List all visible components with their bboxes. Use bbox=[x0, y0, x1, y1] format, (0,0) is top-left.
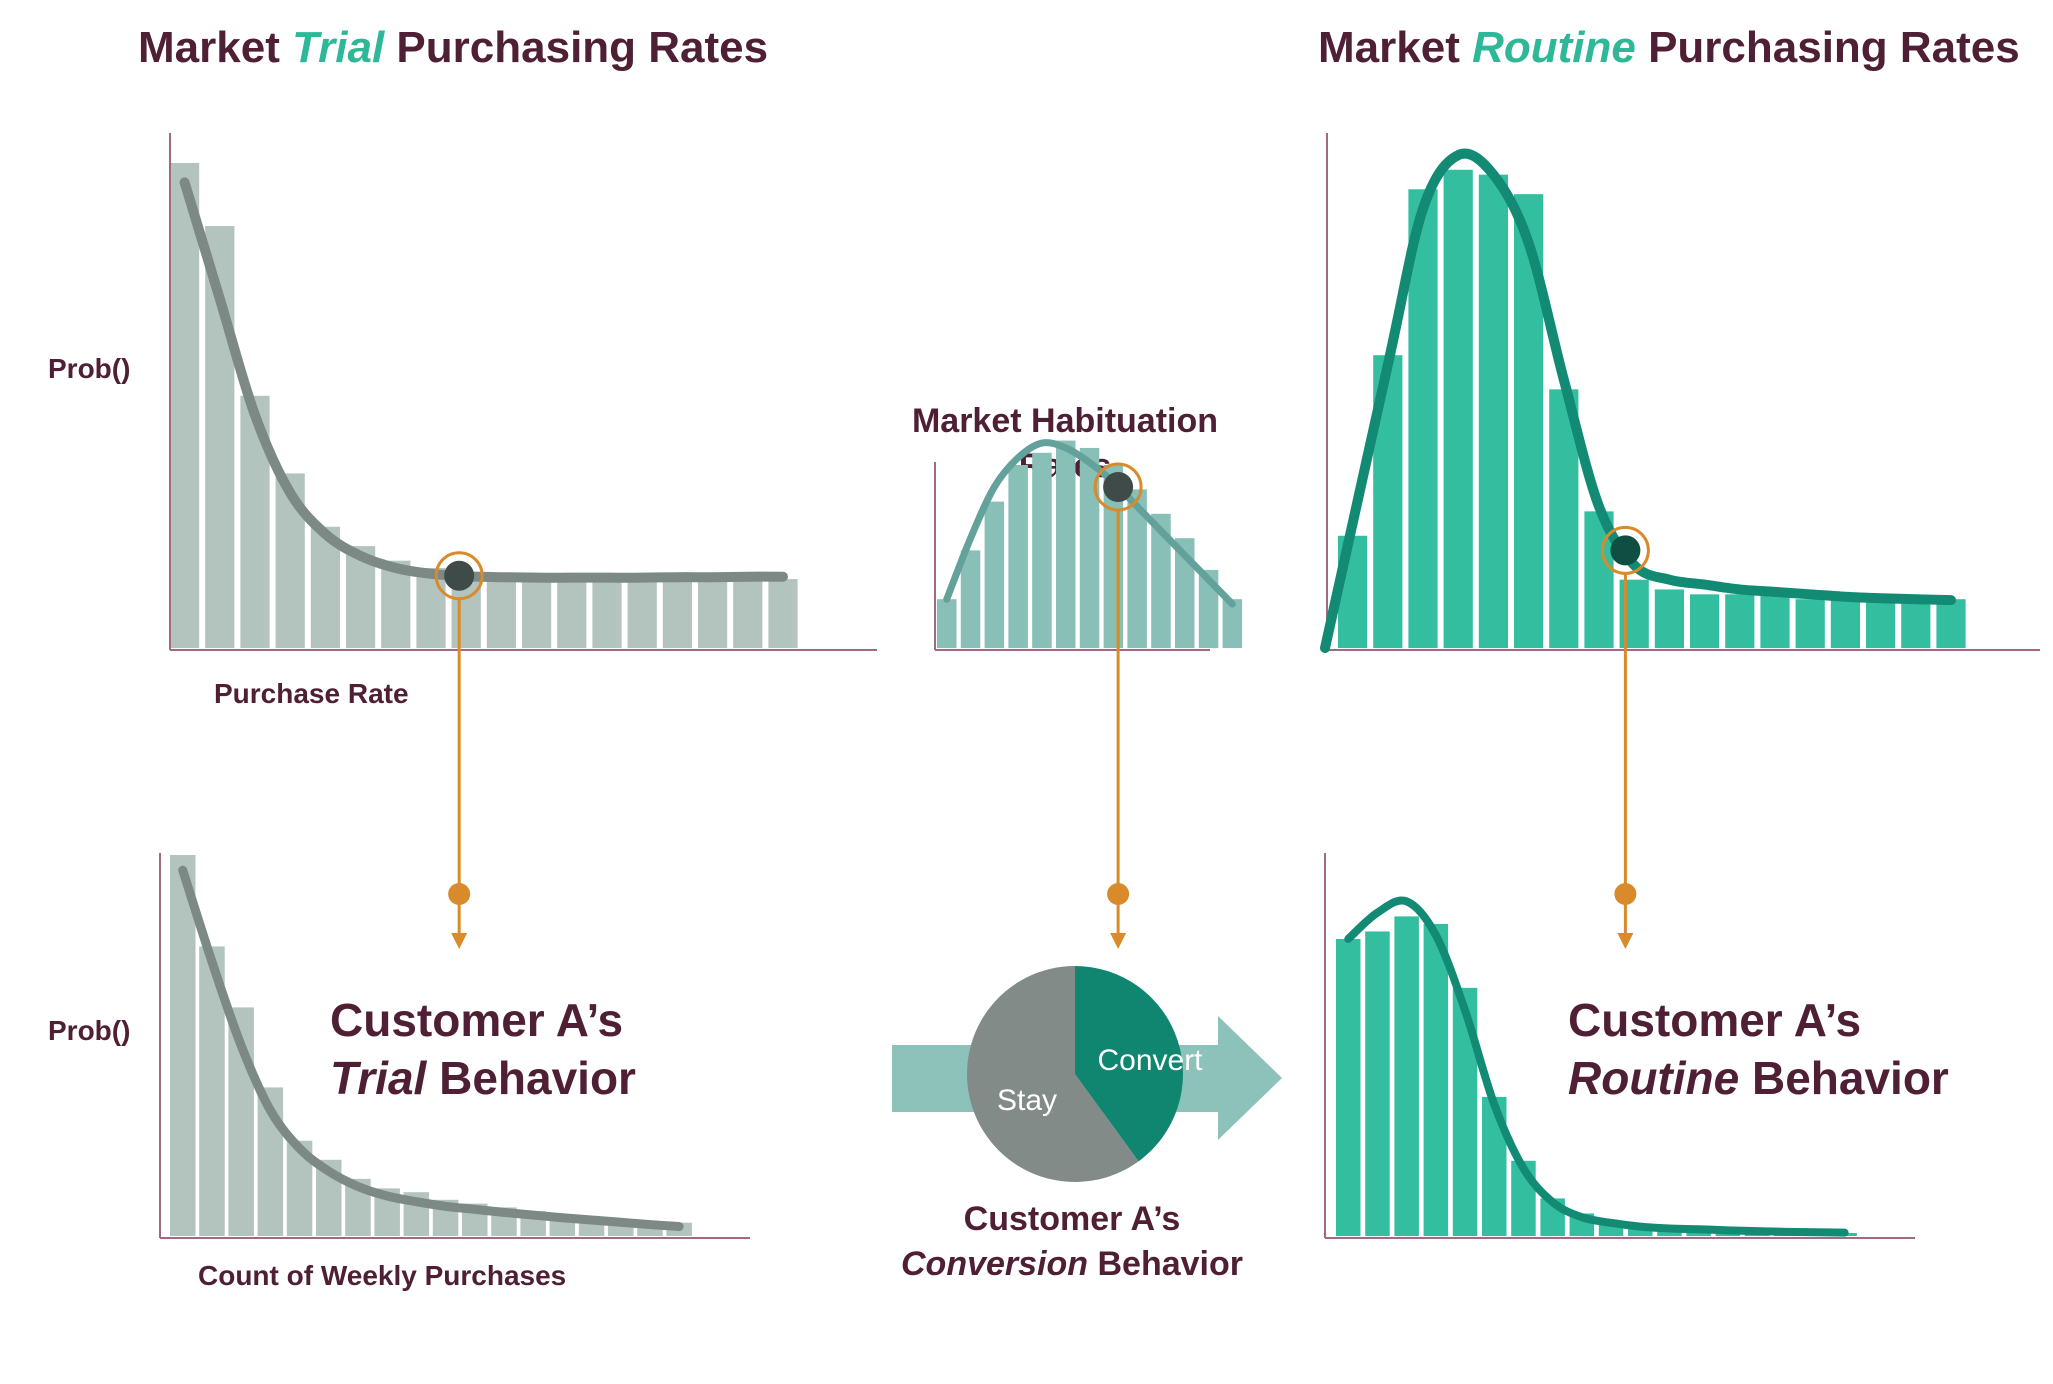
density-curve bbox=[1320, 148, 1956, 653]
chart-routine-market bbox=[1320, 133, 2040, 653]
y-axis-label-bottom: Prob() bbox=[48, 1015, 130, 1046]
caption-routine-line2: Routine Behavior bbox=[1568, 1052, 1949, 1104]
bar bbox=[592, 577, 622, 648]
connector-node bbox=[1107, 883, 1130, 905]
bar bbox=[1151, 513, 1171, 648]
bar bbox=[1008, 465, 1028, 648]
bar bbox=[1365, 931, 1390, 1236]
connector-node bbox=[448, 883, 471, 905]
marker-dot bbox=[1610, 535, 1641, 566]
bar bbox=[416, 567, 446, 648]
pie-label-convert: Convert bbox=[1097, 1044, 1203, 1077]
bar bbox=[1336, 938, 1361, 1236]
bar bbox=[1394, 916, 1419, 1236]
bar bbox=[1443, 169, 1473, 648]
bar bbox=[170, 163, 200, 648]
bar bbox=[1056, 440, 1076, 648]
bar bbox=[698, 578, 728, 648]
bar bbox=[984, 501, 1005, 648]
bar bbox=[1936, 599, 1966, 648]
bar bbox=[522, 576, 552, 648]
bar bbox=[733, 579, 763, 648]
density-curve bbox=[179, 177, 788, 583]
chart-trial-market bbox=[169, 133, 877, 651]
title-trial: Market Trial Purchasing Rates bbox=[138, 23, 768, 72]
bar bbox=[1830, 599, 1860, 648]
bar bbox=[1795, 599, 1825, 648]
bar bbox=[1760, 594, 1790, 648]
caption-conversion-line2: Conversion Behavior bbox=[901, 1245, 1243, 1283]
bar bbox=[1079, 447, 1100, 648]
bar bbox=[1423, 923, 1449, 1236]
marker-dot bbox=[444, 560, 475, 591]
caption-conversion-line1: Customer A’s bbox=[964, 1200, 1181, 1238]
bar bbox=[557, 577, 587, 648]
bar bbox=[1478, 174, 1508, 648]
density-curve bbox=[178, 865, 684, 1231]
chart-routine-customer bbox=[1324, 853, 1915, 1239]
caption-routine-line1: Customer A’s bbox=[1568, 994, 1861, 1046]
pie-slice-convert bbox=[1075, 966, 1183, 1162]
x-axis-label-purchase-rate: Purchase Rate bbox=[214, 678, 409, 709]
title-routine: Market Routine Purchasing Rates bbox=[1318, 23, 2020, 72]
pie-slice-stay bbox=[966, 966, 1139, 1183]
bar bbox=[170, 855, 196, 1236]
bar bbox=[937, 599, 957, 648]
density-curve bbox=[943, 439, 1236, 608]
y-axis-label-top: Prob() bbox=[48, 353, 130, 384]
connector-arrowhead bbox=[451, 933, 468, 949]
bar bbox=[627, 578, 657, 648]
connector-arrowhead bbox=[1617, 933, 1634, 949]
connectors bbox=[448, 509, 1637, 949]
title-habituation-line1: Market Habituation bbox=[912, 402, 1218, 440]
bar bbox=[960, 550, 981, 648]
chart-trial-customer bbox=[159, 853, 750, 1239]
connector-node bbox=[1614, 883, 1637, 905]
bar bbox=[486, 575, 516, 648]
bar bbox=[1175, 538, 1195, 648]
x-axis-label-count-weekly: Count of Weekly Purchases bbox=[198, 1260, 566, 1291]
marker-dot bbox=[1103, 471, 1134, 502]
bar bbox=[381, 560, 411, 648]
caption-trial-line2: Trial Behavior bbox=[330, 1052, 636, 1104]
bar bbox=[1654, 589, 1684, 648]
bar bbox=[1222, 599, 1243, 648]
pie-label-stay: Stay bbox=[997, 1084, 1057, 1117]
bar bbox=[1901, 599, 1931, 648]
bar bbox=[1725, 594, 1755, 648]
bar bbox=[662, 578, 692, 648]
caption-trial-line1: Customer A’s bbox=[330, 994, 623, 1046]
conversion-pie bbox=[966, 966, 1183, 1183]
bar bbox=[1032, 452, 1052, 648]
bar bbox=[1127, 489, 1147, 648]
bar bbox=[1690, 594, 1720, 648]
bar bbox=[1866, 599, 1896, 648]
bar bbox=[768, 579, 798, 648]
chart-habituation bbox=[934, 439, 1243, 651]
connector-arrowhead bbox=[1110, 933, 1127, 949]
density-curve bbox=[1344, 896, 1849, 1237]
